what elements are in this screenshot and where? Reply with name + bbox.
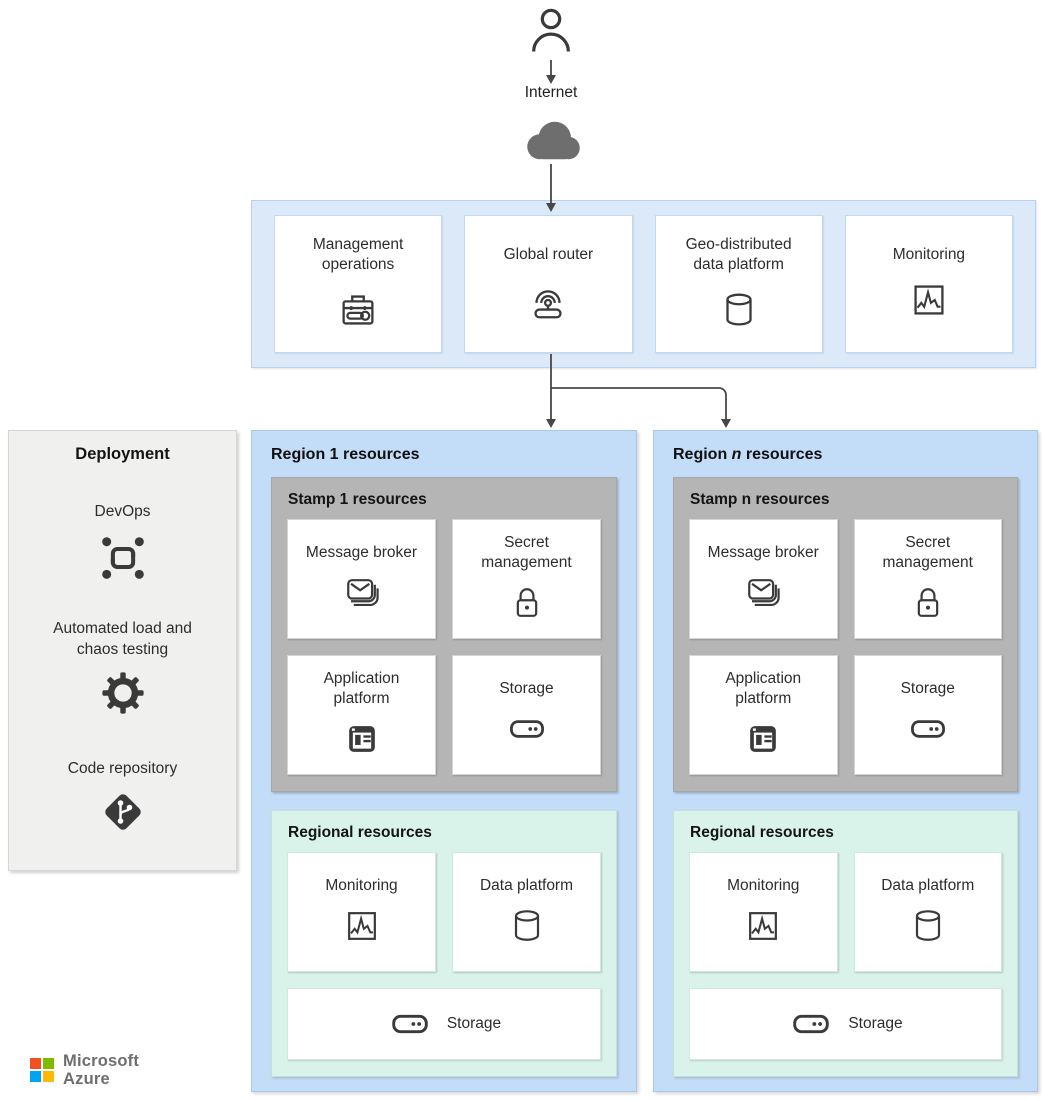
card-label: Management operations <box>312 235 404 273</box>
database-icon <box>505 904 549 948</box>
internet-label: Internet <box>524 84 578 101</box>
card-label: Monitoring <box>892 245 966 263</box>
storage-disk-icon <box>906 707 950 751</box>
card-storage: Storage <box>853 655 1002 775</box>
stamp-panel: Stamp n resources Message broker Secret … <box>673 477 1018 792</box>
region-title: Region n resources <box>673 446 823 463</box>
card-application-platform: Application platform <box>689 655 838 775</box>
devops-icon <box>96 531 150 585</box>
storage-bar: Storage <box>689 988 1002 1060</box>
app-window-icon <box>340 717 384 761</box>
card-monitoring: Monitoring <box>689 852 838 972</box>
gear-icon <box>97 667 149 719</box>
region-title: Region 1 resources <box>271 446 420 463</box>
global-resources-band: Management operations Global router Geo-… <box>251 200 1036 368</box>
region-1-panel: Region 1 resources Stamp 1 resources Mes… <box>251 430 637 1092</box>
card-secret-management: Secret management <box>853 519 1002 639</box>
internet-cloud-icon <box>513 108 589 168</box>
brand-microsoft: Microsoft <box>63 1052 140 1070</box>
brand-azure: Azure <box>63 1070 110 1089</box>
card-message-broker: Message broker <box>287 519 436 639</box>
git-icon <box>99 788 147 836</box>
stamp-title: Stamp 1 resources <box>288 491 427 508</box>
card-data-platform: Data platform <box>853 852 1002 972</box>
monitor-chart-icon <box>906 277 952 323</box>
card-data-platform: Data platform <box>452 852 601 972</box>
envelope-stack-icon <box>340 571 384 615</box>
global-card-management-operations: Management operations <box>274 215 443 353</box>
storage-bar: Storage <box>287 988 601 1060</box>
storage-disk-icon <box>387 1001 433 1047</box>
storage-disk-icon <box>788 1001 834 1047</box>
microsoft-logo-icon <box>30 1058 54 1083</box>
deployment-panel: Deployment DevOps Automated load and cha… <box>8 430 237 871</box>
regional-title: Regional resources <box>288 824 432 841</box>
global-card-monitoring: Monitoring <box>844 215 1013 353</box>
global-card-global-router: Global router <box>464 215 633 353</box>
card-monitoring: Monitoring <box>287 852 436 972</box>
card-message-broker: Message broker <box>689 519 838 639</box>
stamp-panel: Stamp 1 resources Message broker Secret … <box>271 477 617 792</box>
devops-label: DevOps <box>94 503 151 520</box>
regional-resources-panel: Regional resources Monitoring Data platf… <box>673 810 1018 1077</box>
chaos-testing-label: Automated load and chaos testing <box>53 619 192 658</box>
card-application-platform: Application platform <box>287 655 436 775</box>
global-card-geo-data-platform: Geo-distributed data platform <box>654 215 823 353</box>
app-window-icon <box>741 717 785 761</box>
router-icon <box>525 277 571 323</box>
card-label: Global router <box>503 245 594 263</box>
card-secret-management: Secret management <box>452 519 601 639</box>
stamp-title: Stamp n resources <box>690 491 830 508</box>
envelope-stack-icon <box>741 571 785 615</box>
storage-disk-icon <box>505 707 549 751</box>
regional-resources-panel: Regional resources Monitoring Data platf… <box>271 810 617 1077</box>
card-label: Geo-distributed data platform <box>685 235 792 273</box>
microsoft-azure-logo: Microsoft Azure <box>30 1052 139 1089</box>
padlock-icon <box>906 581 950 625</box>
database-icon <box>906 904 950 948</box>
card-storage: Storage <box>452 655 601 775</box>
monitor-chart-icon <box>741 904 785 948</box>
toolbox-icon <box>335 287 381 333</box>
person-icon <box>525 6 577 58</box>
regional-title: Regional resources <box>690 824 834 841</box>
padlock-icon <box>505 581 549 625</box>
code-repository-label: Code repository <box>67 759 178 777</box>
region-n-panel: Region n resources Stamp n resources Mes… <box>653 430 1038 1092</box>
database-icon <box>716 287 762 333</box>
monitor-chart-icon <box>340 904 384 948</box>
deployment-title: Deployment <box>75 445 170 463</box>
